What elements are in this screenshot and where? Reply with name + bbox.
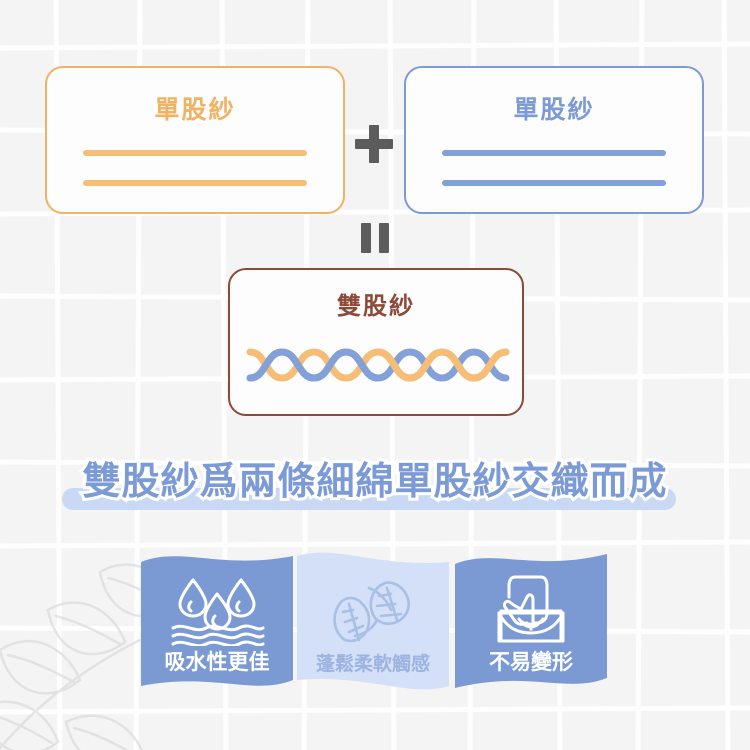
headline-highlight-bar — [62, 488, 676, 510]
headline: 雙股紗爲兩條細綿單股紗交織而成 — [0, 450, 750, 512]
single-yarn-left-title: 單股紗 — [154, 96, 236, 124]
feature-label: 不易變形 — [489, 651, 573, 674]
banner-shape — [141, 556, 293, 686]
feature-banner-shape-retention: 不易變形 — [455, 552, 607, 692]
feathers-icon — [297, 574, 449, 646]
double-yarn-title: 雙股紗 — [337, 293, 415, 320]
yarn-strand-line — [442, 180, 666, 186]
banner-shape — [455, 554, 607, 688]
feature-label: 吸水性更佳 — [164, 651, 270, 674]
banner-shape — [297, 552, 449, 690]
water-droplets-waves-icon — [141, 574, 293, 646]
feature-label: 蓬鬆柔軟觸感 — [315, 654, 430, 675]
single-yarn-right-title: 單股紗 — [513, 96, 595, 124]
double-yarn-box: 雙股紗 — [228, 268, 524, 416]
equals-icon — [361, 223, 389, 253]
single-yarn-box-left: 單股紗 — [45, 66, 345, 214]
leaf-branch-icon — [0, 563, 178, 750]
plus-icon — [355, 125, 393, 163]
feature-banner-softness: 蓬鬆柔軟觸感 — [297, 552, 449, 692]
yarn-strand-line — [83, 150, 307, 156]
twisted-yarn-icon — [244, 328, 512, 404]
headline-text: 雙股紗爲兩條細綿單股紗交織而成 — [79, 458, 669, 506]
feature-banner-absorbency: 吸水性更佳 — [141, 552, 293, 692]
hand-pressing-fabric-icon — [455, 574, 607, 646]
yarn-strand-line — [83, 180, 307, 186]
yarn-strand-line — [442, 150, 666, 156]
single-yarn-box-right: 單股紗 — [404, 66, 704, 214]
